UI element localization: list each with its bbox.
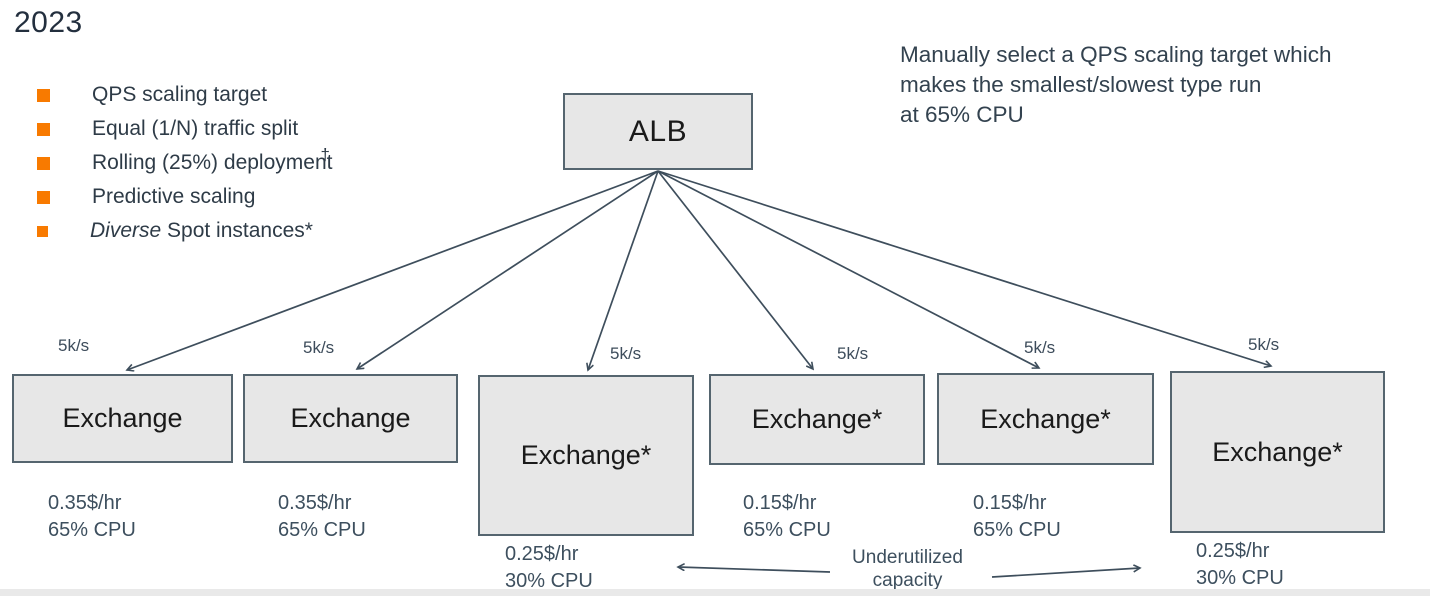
note-line-1: Manually select a QPS scaling target whi… <box>900 42 1332 67</box>
price-label-5: 0.15$/hr <box>973 492 1047 514</box>
bullet-square-icon <box>37 88 50 102</box>
price-block-5: 0.15$/hr 65% CPU <box>973 490 1061 544</box>
exchange-box-5-label: Exchange* <box>980 403 1111 434</box>
price-block-1: 0.35$/hr 65% CPU <box>48 490 136 544</box>
bullet-rolling-deployment: Rolling (25%) deployment† <box>37 145 333 180</box>
underutilized-line-1: Underutilized <box>852 547 963 568</box>
price-label-1: 0.35$/hr <box>48 492 122 514</box>
cpu-label-1: 65% CPU <box>48 519 136 541</box>
exchange-box-4-label: Exchange* <box>751 404 883 434</box>
price-block-3: 0.25$/hr 30% CPU <box>505 541 593 595</box>
alb-to-exchange-2-arrow <box>357 170 659 369</box>
bullet-label: Predictive scaling <box>92 185 256 208</box>
rate-label-1: 5k/s <box>58 336 90 355</box>
cpu-label-6: 30% CPU <box>1196 567 1284 589</box>
exchange-box-5: Exchange* <box>937 373 1154 465</box>
rate-label-4: 5k/s <box>837 344 869 363</box>
exchange-box-3: Exchange* <box>478 375 694 536</box>
bottom-strip <box>0 589 1430 596</box>
alb-label: ALB <box>628 114 688 148</box>
price-block-2: 0.35$/hr 65% CPU <box>278 490 366 544</box>
price-label-3: 0.25$/hr <box>505 543 579 565</box>
rate-label-5: 5k/s <box>1024 338 1056 357</box>
bullet-square-icon <box>37 225 48 237</box>
price-label-2: 0.35$/hr <box>278 492 352 514</box>
exchange-box-4: Exchange* <box>709 374 925 465</box>
bullet-square-icon <box>37 122 50 136</box>
cpu-label-2: 65% CPU <box>278 519 366 541</box>
bullet-equal-traffic-split: Equal (1/N) traffic split <box>37 112 332 146</box>
alb-to-exchange-5-arrow <box>657 170 1039 368</box>
feature-bullet-list: QPS scaling target Equal (1/N) traffic s… <box>37 78 332 248</box>
underutilized-left-arrow <box>678 567 831 573</box>
underutilized-right-arrow <box>991 568 1140 578</box>
alb-to-exchange-3-arrow <box>588 170 659 370</box>
bullet-qps-scaling-target: QPS scaling target <box>37 78 332 112</box>
price-block-4: 0.15$/hr 65% CPU <box>743 490 831 544</box>
price-block-6: 0.25$/hr 30% CPU <box>1196 538 1284 592</box>
rate-label-3: 5k/s <box>610 344 642 363</box>
rate-label-2: 5k/s <box>303 338 335 357</box>
exchange-box-6: Exchange* <box>1170 371 1385 533</box>
slide-title: 2023 <box>14 6 83 39</box>
bullet-label-rest: Spot instances* <box>161 219 313 242</box>
bullet-label: Rolling (25%) deployment <box>92 151 333 174</box>
bullet-label: Equal (1/N) traffic split <box>92 117 299 140</box>
rate-label-6: 5k/s <box>1248 335 1280 354</box>
exchange-box-2-label: Exchange <box>290 403 411 433</box>
cpu-label-4: 65% CPU <box>743 519 831 541</box>
note-line-3: at 65% CPU <box>900 102 1024 127</box>
bullet-label: Diverse Spot instances* <box>90 219 313 243</box>
underutilized-capacity-label: Underutilized capacity <box>840 546 975 592</box>
price-label-4: 0.15$/hr <box>743 492 817 514</box>
bullet-label: QPS scaling target <box>92 83 268 106</box>
bullet-square-icon <box>37 156 50 170</box>
bullet-label-italic: Diverse <box>90 219 162 242</box>
manual-qps-note: Manually select a QPS scaling target whi… <box>900 40 1331 130</box>
alb-box: ALB <box>563 93 753 170</box>
exchange-box-1: Exchange <box>12 374 233 463</box>
exchange-box-6-label: Exchange* <box>1212 436 1343 467</box>
note-line-2: makes the smallest/slowest type run <box>900 72 1262 97</box>
alb-to-exchange-6-arrow <box>657 170 1271 366</box>
cpu-label-5: 65% CPU <box>973 519 1061 541</box>
exchange-box-1-label: Exchange <box>62 403 183 433</box>
alb-to-exchange-4-arrow <box>657 170 813 369</box>
cpu-label-3: 30% CPU <box>505 570 593 592</box>
exchange-box-3-label: Exchange* <box>520 440 652 470</box>
exchange-box-2: Exchange <box>243 374 458 463</box>
price-label-6: 0.25$/hr <box>1196 540 1270 562</box>
underutilized-line-2: capacity <box>872 570 943 591</box>
bullet-square-icon <box>37 190 50 204</box>
bullet-diverse-spot-instances: Diverse Spot instances* <box>37 214 332 248</box>
bullet-predictive-scaling: Predictive scaling <box>37 180 332 214</box>
